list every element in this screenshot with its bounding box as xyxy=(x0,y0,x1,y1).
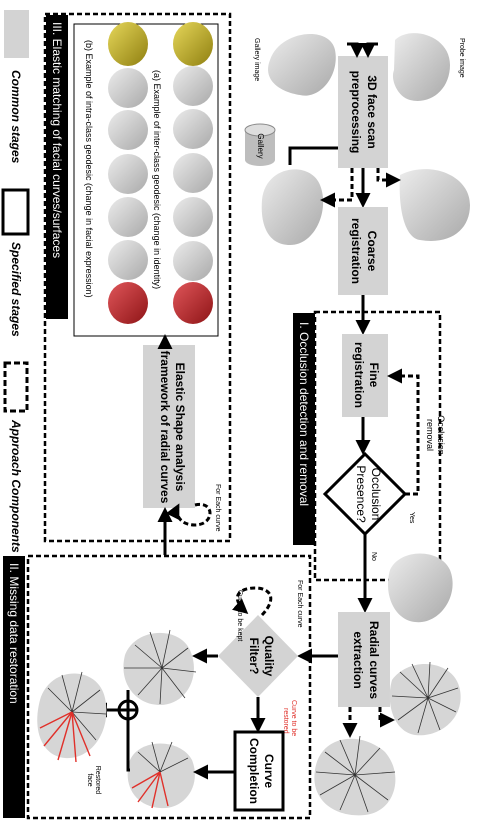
gallery-face-image xyxy=(268,33,336,96)
legend-specified-swatch xyxy=(1,188,30,236)
fine-line2: registration xyxy=(352,342,366,408)
arrow-to-probe-face xyxy=(376,168,401,188)
yes-label: Yes xyxy=(408,512,415,524)
probe-image-label: Probe image xyxy=(458,38,465,78)
probe-preprocessed-face xyxy=(399,169,470,241)
curve-restored-line2: restored xyxy=(282,708,289,734)
geodesic-a-faces xyxy=(173,22,213,324)
legend-common-swatch xyxy=(4,10,29,58)
occlusion-free-face xyxy=(387,553,453,623)
face-thumb xyxy=(173,153,213,193)
curve-completion-box xyxy=(233,730,285,812)
radial-probe-face xyxy=(389,661,461,736)
face-thumb xyxy=(173,241,213,281)
face-thumb xyxy=(173,282,213,324)
quality-loop xyxy=(232,586,273,617)
completion-line1: Curve xyxy=(262,754,276,788)
arrow-radial-to-probe-face xyxy=(378,707,395,728)
completed-curves-face xyxy=(127,741,195,809)
arrow-preproc-to-gallery xyxy=(288,146,338,165)
elastic-shape-box xyxy=(143,345,195,508)
preprocessing-box xyxy=(338,56,388,168)
section-occlusion-tab xyxy=(293,313,315,545)
arrow-gallery-in xyxy=(347,42,365,58)
radial-gallery-face xyxy=(314,735,396,816)
face-thumb xyxy=(173,22,213,66)
coarse-line1: Coarse xyxy=(365,231,379,272)
geodesic-a-caption: (a) Example of inter-class geodesic (cha… xyxy=(152,70,162,289)
completion-line2: Completion xyxy=(247,738,261,804)
legend-components-swatch xyxy=(3,361,29,413)
fine-registration-box xyxy=(342,334,388,417)
elastic-loop xyxy=(165,502,212,527)
elastic-shape-line1: Elastic Shape analysis xyxy=(173,363,187,492)
section-missing-frame xyxy=(26,554,312,820)
radial-line2: extraction xyxy=(351,631,365,688)
section-elastic-tab xyxy=(46,15,68,319)
restored-face-line1: Restored xyxy=(94,766,101,795)
face-thumb xyxy=(173,109,213,149)
restored-face-line2: face xyxy=(86,773,93,786)
legend-specified-label: Specified stages xyxy=(9,242,23,337)
for-each-curve-mid: For Each curve xyxy=(296,580,303,628)
occlusion-q-line2: Presence? xyxy=(354,465,368,523)
geodesic-panel xyxy=(73,23,219,337)
section-elastic-title: III. Elastic matching of facial curves/s… xyxy=(50,22,64,258)
face-thumb xyxy=(108,154,148,194)
face-thumb xyxy=(108,68,148,108)
gallery-db-label: Gallery xyxy=(256,133,265,158)
face-thumb xyxy=(173,66,213,106)
gallery-database xyxy=(244,123,276,166)
quality-line1: Quality xyxy=(262,636,276,677)
face-thumb xyxy=(108,197,148,237)
section-occlusion-title: I. Occlusion detection and removal xyxy=(297,322,311,506)
radial-curves-box xyxy=(338,612,390,707)
line-completed-to-combine xyxy=(126,719,130,772)
combine-plus-icon xyxy=(117,699,139,721)
geodesic-b-faces xyxy=(108,22,148,324)
preprocessing-line1: 3D face scan xyxy=(365,75,379,148)
section-elastic-frame xyxy=(43,12,232,543)
face-thumb xyxy=(108,110,148,150)
geodesic-b-caption: (b) Example of intra-class geodesic (cha… xyxy=(84,40,94,298)
face-thumb xyxy=(108,240,148,280)
face-thumb xyxy=(173,197,213,237)
legend-components-label: Approach Components xyxy=(9,419,23,553)
for-each-curve-top: For Each curve xyxy=(214,484,221,532)
arrow-probe-in xyxy=(360,42,378,58)
arrow-occlusion-removal-loop xyxy=(387,368,420,496)
probe-face-image xyxy=(392,33,450,101)
quality-filter-diamond xyxy=(218,615,298,697)
curve-kept-label: Curve to be kept xyxy=(236,590,243,641)
face-thumb xyxy=(108,282,148,324)
coarse-line2: registration xyxy=(349,218,363,284)
radial-line1: Radial curves xyxy=(367,621,381,699)
face-thumb xyxy=(108,22,148,66)
occlusion-removal-line2: removal xyxy=(425,419,435,451)
no-label: No xyxy=(370,552,377,561)
gallery-image-label: Gallery image xyxy=(253,38,260,81)
legend-common-label: Common stages xyxy=(9,70,23,164)
occlusion-removal-line1: Occlusion xyxy=(436,415,446,455)
restored-face xyxy=(37,671,107,763)
preprocessing-line2: preprocessing xyxy=(349,71,363,154)
elastic-shape-line2: framework of radial curves xyxy=(158,351,172,504)
section-missing-tab xyxy=(3,556,25,818)
coarse-registration-box xyxy=(338,207,388,295)
quality-line2: Filter? xyxy=(247,638,261,675)
occlusion-q-line1: Occlusion xyxy=(369,468,383,521)
section-missing-title: II. Missing data restoration xyxy=(7,563,21,704)
fine-line1: Fine xyxy=(367,363,381,388)
kept-curves-face xyxy=(123,629,197,705)
gallery-preprocessed-face xyxy=(261,169,324,245)
curve-restored-line1: Curve to be xyxy=(290,700,297,736)
